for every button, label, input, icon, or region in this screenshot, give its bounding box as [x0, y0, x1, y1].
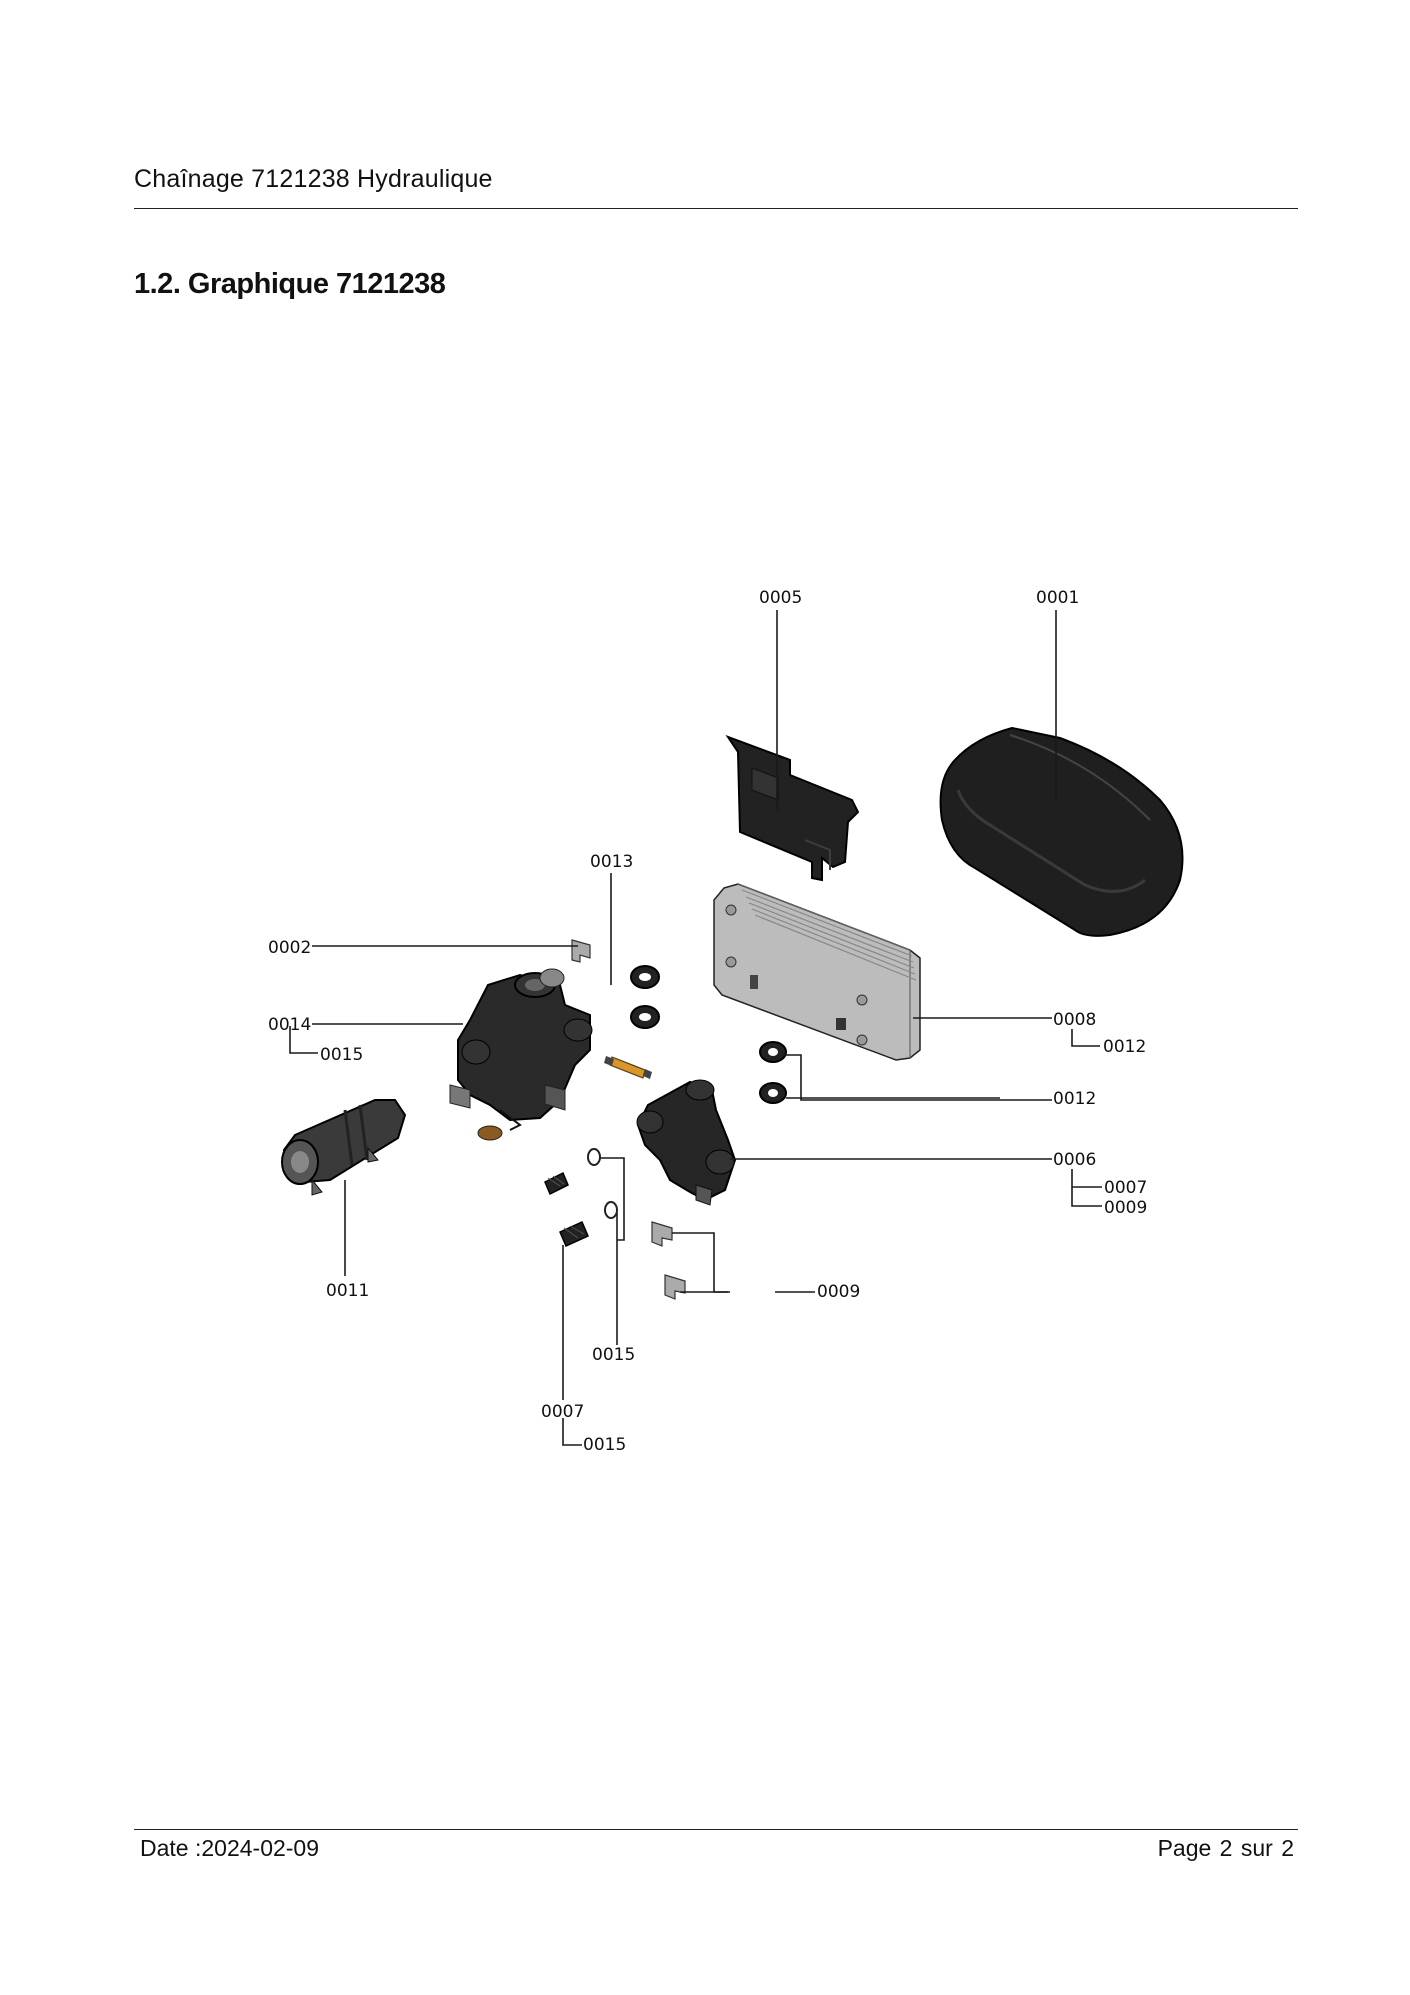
callout-0015-middle: 0015	[592, 1345, 635, 1365]
callout-0005: 0005	[759, 588, 802, 608]
callout-0006: 0006	[1053, 1150, 1096, 1170]
part-0015-small-o-rings	[587, 1148, 618, 1219]
part-0011-pump-motor	[281, 1099, 407, 1196]
callout-0011: 0011	[326, 1281, 369, 1301]
callout-0008: 0008	[1053, 1010, 1096, 1030]
footer-date: Date :2024-02-09	[140, 1835, 320, 1861]
part-0005-plate	[725, 734, 860, 882]
callout-0002: 0002	[268, 938, 311, 958]
callout-0015-upper: 0015	[320, 1045, 363, 1065]
callout-0013: 0013	[590, 852, 633, 872]
part-0007-screw-upper	[544, 1171, 569, 1196]
footer-page-number: Page 2 sur 2	[1157, 1835, 1294, 1861]
part-0001-cover	[939, 726, 1184, 937]
part-0006-hydraulic-block	[636, 1079, 737, 1206]
filter-cartridge	[604, 1056, 652, 1079]
callout-0015-lower: 0015	[583, 1435, 626, 1455]
callout-0009-right: 0009	[1104, 1198, 1147, 1218]
callout-0007-lower: 0007	[541, 1402, 584, 1422]
callout-0007-right: 0007	[1104, 1178, 1147, 1198]
callout-0009-lower: 0009	[817, 1282, 860, 1302]
callout-0012-lower: 0012	[1053, 1089, 1096, 1109]
leader-lines	[289, 610, 1102, 1446]
part-0002-clip	[571, 939, 591, 963]
callout-0012-upper: 0012	[1103, 1037, 1146, 1057]
part-0014-hydraulic-block	[449, 968, 593, 1141]
part-0007-screw-lower	[559, 1221, 589, 1247]
callout-0001: 0001	[1036, 588, 1079, 608]
callout-labels: 0005 0001 0013 0002 0014 0015 0008 0012 …	[268, 588, 1147, 1455]
header-divider	[134, 208, 1298, 209]
document-header-title: Chaînage 7121238 Hydraulique	[134, 165, 493, 193]
part-0013-o-rings	[630, 965, 660, 1029]
part-0012-o-rings	[759, 1041, 787, 1104]
part-0008-heat-exchanger	[713, 883, 921, 1061]
section-title: 1.2. Graphique 7121238	[134, 268, 446, 300]
footer-divider	[134, 1829, 1298, 1830]
part-0009-clips	[651, 1221, 686, 1300]
callout-0014: 0014	[268, 1015, 311, 1035]
